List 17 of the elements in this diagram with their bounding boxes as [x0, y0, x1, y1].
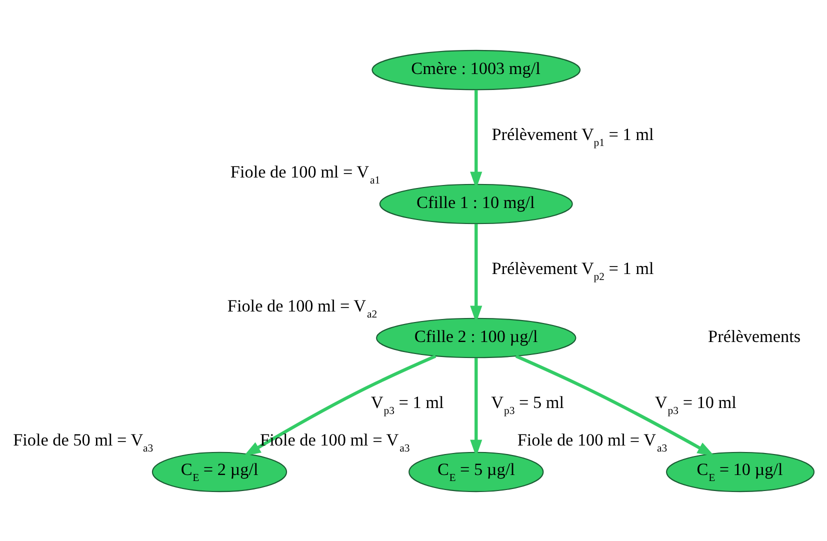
- edge-label: V$_{p3}$ = 5 ml: [491, 392, 564, 416]
- label: Prélèvements: [708, 326, 801, 346]
- edge-label: Prélèvement V$_{p1}$ = 1 ml: [492, 124, 654, 149]
- node-ellipse: C$_{E}$ = 5 µg/l: [408, 451, 544, 492]
- node-ellipse: C$_{E}$ = 2 µg/l: [152, 451, 288, 492]
- arrow: [515, 354, 715, 456]
- node-ellipse: Cfille 1 : 10 mg/l: [379, 183, 573, 224]
- node-ellipse: Cmère : 1003 mg/l: [372, 49, 581, 90]
- arrow: [244, 354, 436, 456]
- node-label: Fiole de 50 ml = V$_{a3}$: [13, 430, 154, 454]
- node-ellipse: C$_{E}$ = 10 µg/l: [666, 451, 815, 492]
- edge-label: V$_{p3}$ = 1 ml: [370, 392, 444, 416]
- edge-label: V$_{p3}$ = 10 ml: [654, 392, 736, 416]
- node-ellipse: Cfille 2 : 100 µg/l: [376, 317, 576, 358]
- node-label: Fiole de 100 ml = V$_{a1}$: [230, 162, 380, 186]
- node-label: Fiole de 100 ml = V$_{a2}$: [227, 296, 378, 320]
- edge-label: Prélèvement V$_{p2}$ = 1 ml: [492, 258, 654, 283]
